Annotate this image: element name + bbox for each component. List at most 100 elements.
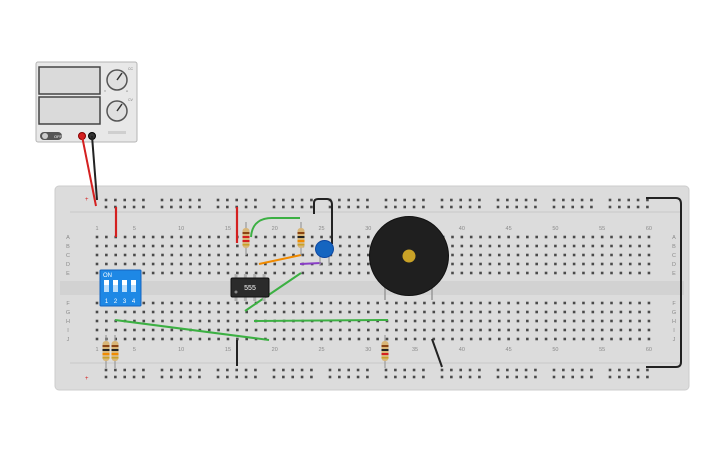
rail-hole[interactable]	[198, 375, 201, 379]
breadboard-hole[interactable]	[161, 328, 164, 332]
rail-hole[interactable]	[244, 375, 248, 379]
breadboard-hole[interactable]	[179, 301, 183, 305]
rail-hole[interactable]	[412, 198, 416, 202]
breadboard-hole[interactable]	[497, 244, 501, 248]
rail-hole[interactable]	[123, 375, 127, 379]
rail-hole[interactable]	[179, 198, 183, 202]
breadboard-hole[interactable]	[105, 253, 108, 257]
breadboard-hole[interactable]	[264, 271, 267, 275]
rail-hole[interactable]	[179, 375, 183, 379]
breadboard-hole[interactable]	[151, 310, 155, 314]
breadboard-hole[interactable]	[376, 328, 379, 332]
breadboard-hole[interactable]	[544, 328, 548, 332]
breadboard-hole[interactable]	[451, 301, 454, 305]
rail-hole[interactable]	[394, 198, 397, 202]
breadboard-hole[interactable]	[282, 235, 286, 239]
rail-hole[interactable]	[347, 198, 351, 202]
rail-hole[interactable]	[291, 205, 295, 209]
breadboard-hole[interactable]	[348, 253, 351, 257]
breadboard-hole[interactable]	[488, 253, 492, 257]
breadboard-hole[interactable]	[161, 319, 164, 323]
breadboard-hole[interactable]	[582, 319, 585, 323]
breadboard-hole[interactable]	[441, 301, 445, 305]
breadboard-hole[interactable]	[95, 337, 99, 341]
breadboard-hole[interactable]	[264, 235, 267, 239]
breadboard-hole[interactable]	[189, 310, 192, 314]
wire-orange[interactable]	[258, 254, 302, 265]
breadboard-hole[interactable]	[647, 301, 651, 305]
breadboard-hole[interactable]	[451, 328, 454, 332]
breadboard-hole[interactable]	[572, 271, 576, 275]
breadboard-hole[interactable]	[338, 337, 342, 341]
rail-hole[interactable]	[440, 198, 444, 202]
breadboard-hole[interactable]	[366, 310, 370, 314]
breadboard-hole[interactable]	[610, 271, 613, 275]
breadboard-hole[interactable]	[114, 310, 118, 314]
breadboard-hole[interactable]	[105, 244, 108, 248]
breadboard-hole[interactable]	[469, 262, 473, 266]
breadboard-hole[interactable]	[338, 235, 342, 239]
breadboard-hole[interactable]	[348, 235, 351, 239]
breadboard-hole[interactable]	[638, 310, 641, 314]
breadboard-hole[interactable]	[535, 262, 538, 266]
breadboard-hole[interactable]	[600, 244, 604, 248]
rail-hole[interactable]	[515, 205, 519, 209]
breadboard-hole[interactable]	[189, 271, 192, 275]
breadboard-hole[interactable]	[292, 253, 295, 257]
rail-hole[interactable]	[244, 368, 248, 372]
resistor-2[interactable]	[297, 222, 305, 255]
breadboard-hole[interactable]	[301, 337, 305, 341]
breadboard-hole[interactable]	[207, 328, 211, 332]
rail-hole[interactable]	[496, 375, 500, 379]
wire-green-diagonal[interactable]	[244, 272, 302, 312]
breadboard-hole[interactable]	[320, 235, 323, 239]
rail-hole[interactable]	[310, 198, 313, 202]
breadboard-hole[interactable]	[638, 328, 641, 332]
breadboard-hole[interactable]	[226, 301, 230, 305]
breadboard-hole[interactable]	[301, 271, 305, 275]
breadboard-hole[interactable]	[142, 244, 146, 248]
breadboard-hole[interactable]	[273, 310, 277, 314]
breadboard-hole[interactable]	[282, 337, 286, 341]
breadboard-hole[interactable]	[460, 337, 464, 341]
breadboard-hole[interactable]	[151, 271, 155, 275]
breadboard-hole[interactable]	[497, 328, 501, 332]
breadboard-hole[interactable]	[563, 235, 567, 239]
rail-hole[interactable]	[123, 205, 127, 209]
breadboard-hole[interactable]	[292, 310, 295, 314]
breadboard-hole[interactable]	[432, 319, 436, 323]
breadboard-hole[interactable]	[170, 235, 174, 239]
breadboard[interactable]: 1155101015152020252530303535404045455050…	[54, 185, 690, 391]
rail-hole[interactable]	[384, 375, 388, 379]
breadboard-hole[interactable]	[189, 337, 192, 341]
rail-hole[interactable]	[216, 368, 220, 372]
breadboard-hole[interactable]	[507, 244, 510, 248]
breadboard-hole[interactable]	[628, 301, 632, 305]
breadboard-hole[interactable]	[610, 253, 613, 257]
breadboard-hole[interactable]	[310, 253, 314, 257]
breadboard-hole[interactable]	[572, 262, 576, 266]
breadboard-hole[interactable]	[310, 244, 314, 248]
breadboard-hole[interactable]	[95, 301, 99, 305]
breadboard-hole[interactable]	[338, 328, 342, 332]
breadboard-hole[interactable]	[591, 271, 595, 275]
rail-hole[interactable]	[524, 368, 528, 372]
breadboard-hole[interactable]	[226, 319, 230, 323]
breadboard-hole[interactable]	[526, 244, 529, 248]
breadboard-hole[interactable]	[572, 337, 576, 341]
breadboard-hole[interactable]	[507, 301, 510, 305]
breadboard-hole[interactable]	[142, 310, 146, 314]
breadboard-hole[interactable]	[151, 253, 155, 257]
rail-hole[interactable]	[366, 368, 369, 372]
breadboard-hole[interactable]	[301, 253, 305, 257]
breadboard-hole[interactable]	[292, 244, 295, 248]
breadboard-hole[interactable]	[348, 310, 351, 314]
breadboard-hole[interactable]	[591, 262, 595, 266]
breadboard-hole[interactable]	[451, 271, 454, 275]
breadboard-hole[interactable]	[236, 244, 239, 248]
breadboard-hole[interactable]	[320, 301, 323, 305]
rail-hole[interactable]	[403, 198, 407, 202]
dip-toggle-1[interactable]	[104, 280, 109, 292]
breadboard-hole[interactable]	[516, 310, 520, 314]
rail-hole[interactable]	[440, 375, 444, 379]
